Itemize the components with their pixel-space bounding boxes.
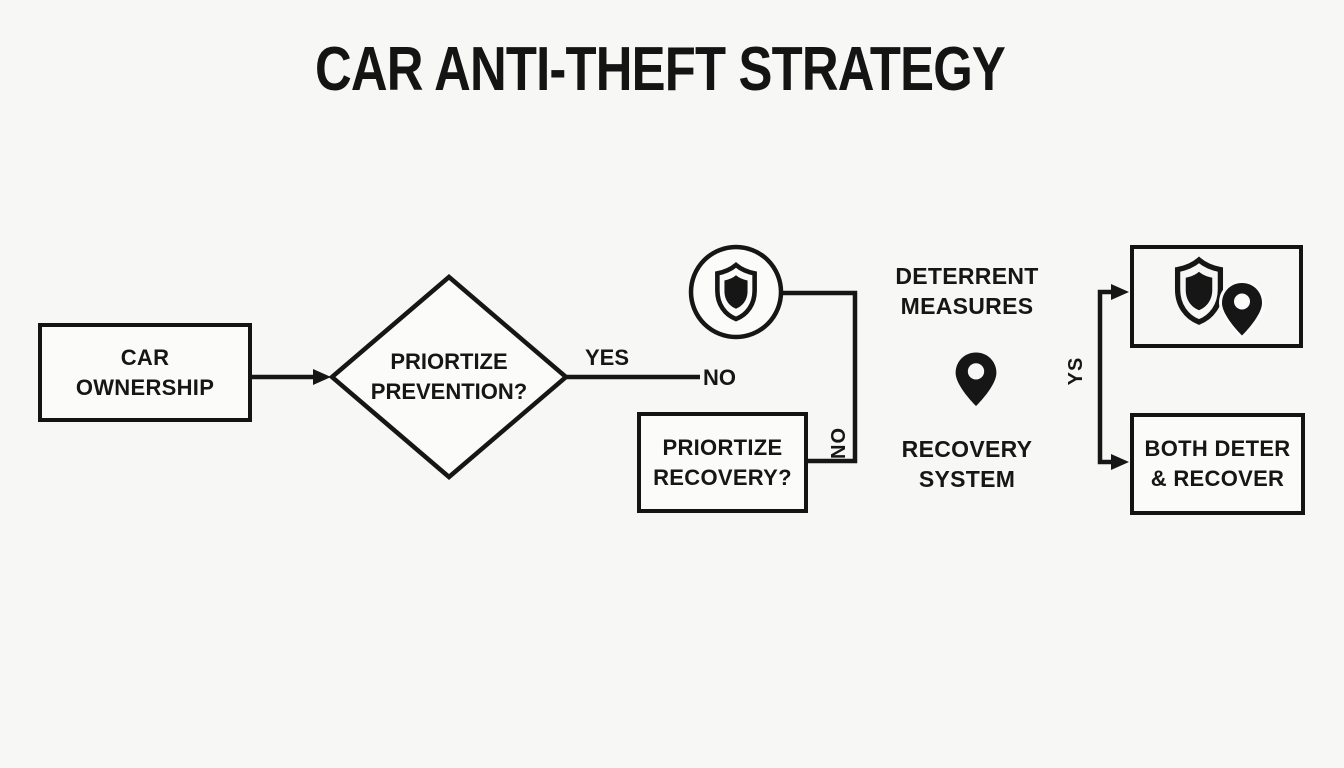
node-label-line: PRIORTIZE <box>390 349 508 374</box>
shield-badge-circle <box>688 244 784 340</box>
node-label-line: & RECOVER <box>1150 466 1285 491</box>
node-label-line: RECOVERY <box>901 436 1033 462</box>
node-label-line: MEASURES <box>900 293 1034 319</box>
node-deter-and-recover-icons <box>1130 245 1303 348</box>
decision-diamond-shape <box>328 274 570 480</box>
edge-label-no-rotated: NO <box>828 427 850 459</box>
edge-label-yes: YES <box>584 345 630 370</box>
node-label-line: PREVENTION? <box>370 379 528 404</box>
edge-label-yes-rotated: YS <box>1065 356 1087 386</box>
location-pin-icon <box>955 352 997 407</box>
node-deterrent-measures: DETERRENT MEASURES <box>867 261 1067 321</box>
node-label-line: OWNERSHIP <box>75 374 215 400</box>
page-title: CAR ANTI-THEFT STRATEGY <box>314 35 1006 104</box>
edge-yes-branch <box>1097 284 1129 470</box>
shield-icon <box>715 262 757 322</box>
edge-car-to-prevention <box>252 369 331 385</box>
node-car-ownership: CAR OWNERSHIP <box>38 323 252 422</box>
node-label-line: CAR <box>120 344 170 370</box>
node-label-line: RECOVERY? <box>653 464 792 490</box>
node-both-deter-recover: BOTH DETER & RECOVER <box>1130 413 1305 515</box>
node-label-line: DETERRENT <box>895 263 1039 289</box>
shield-location-pin-icon <box>1174 256 1266 340</box>
node-label-line: SYSTEM <box>918 466 1016 492</box>
node-prioritize-recovery: PRIORTIZE RECOVERY? <box>637 412 808 513</box>
edge-shield-to-recovery <box>781 290 858 464</box>
node-label-line: BOTH DETER <box>1144 436 1291 461</box>
edge-label-no: NO <box>703 365 736 390</box>
node-prioritize-prevention: PRIORTIZE PREVENTION? <box>349 341 549 413</box>
node-label-line: PRIORTIZE <box>662 434 783 460</box>
node-recovery-system: RECOVERY SYSTEM <box>867 434 1067 494</box>
